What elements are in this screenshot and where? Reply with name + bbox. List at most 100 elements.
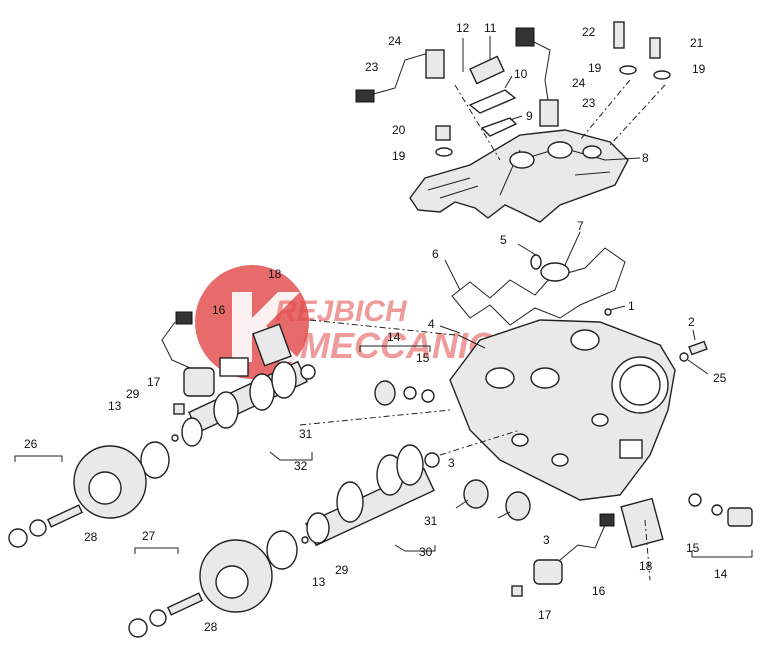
leader-7 — [564, 231, 581, 266]
seal-13-lower — [266, 530, 298, 570]
head-hole-2 — [551, 453, 569, 467]
cam-end-32 — [181, 417, 203, 447]
bolt-28-upper — [46, 504, 84, 528]
callout-9: 9 — [526, 109, 533, 123]
callout-16a: 16 — [212, 303, 226, 317]
callout-labels: 1 2 3 3 4 5 6 7 8 9 10 11 12 13 13 14 14… — [24, 21, 728, 634]
cover-boss-right — [547, 141, 573, 159]
callout-22: 22 — [582, 25, 596, 39]
callout-1: 1 — [628, 299, 635, 313]
lower-camshaft-group — [128, 444, 753, 638]
valve-spring-2 — [530, 367, 560, 389]
stud-4 — [457, 334, 486, 349]
cover-18-upper — [252, 323, 292, 367]
callout-4: 4 — [428, 317, 435, 331]
callout-2: 2 — [688, 315, 695, 329]
head-boss-right — [619, 439, 643, 459]
bolt-22 — [613, 21, 625, 49]
upper-camshaft-group — [8, 311, 435, 548]
plug-20 — [435, 125, 451, 141]
bolt-21 — [649, 37, 661, 59]
pin-29-upper — [171, 434, 179, 442]
callout-20: 20 — [392, 123, 406, 137]
dowel-1 — [604, 308, 612, 316]
cover-boss-left — [509, 151, 535, 169]
head-cover-ribs — [427, 147, 611, 199]
dashed-leader-7 — [644, 519, 651, 581]
leader-2 — [692, 329, 696, 341]
head-cover-8 — [409, 129, 629, 223]
callout-29a: 29 — [126, 387, 140, 401]
washer-19-mid — [619, 65, 637, 75]
leader-5 — [517, 243, 537, 256]
head-cover-group — [355, 21, 671, 223]
connector-23-left — [355, 89, 375, 103]
gasket-6 — [451, 247, 626, 326]
tensioner-3-lower-pin — [497, 511, 511, 519]
callout-29b: 29 — [335, 563, 349, 577]
washer-15-mid-a — [403, 386, 417, 400]
head-hole-3 — [591, 413, 609, 427]
callout-19c: 19 — [692, 62, 706, 76]
cylinder-head-group — [449, 247, 708, 501]
callout-24a: 24 — [388, 34, 402, 48]
callout-13a: 13 — [108, 399, 122, 413]
cylinder-head — [449, 319, 676, 501]
cable-23-right — [529, 39, 551, 101]
bracket-27 — [134, 547, 179, 554]
callout-23a: 23 — [365, 60, 379, 74]
dashed-leader-5 — [579, 79, 631, 141]
callout-19b: 19 — [588, 61, 602, 75]
screw-2 — [688, 340, 708, 356]
washer-19-right — [653, 70, 671, 80]
pin-29-lower — [301, 536, 309, 544]
washer-15-mid-b — [421, 389, 435, 403]
valve-spring-3 — [570, 329, 600, 351]
callout-10: 10 — [514, 67, 528, 81]
dashed-leader-4 — [454, 84, 501, 161]
callout-32: 32 — [294, 459, 308, 473]
callout-7: 7 — [577, 219, 584, 233]
plug-14-mid — [374, 380, 396, 406]
cable-16-lower — [559, 524, 606, 561]
callout-26: 26 — [24, 437, 38, 451]
cam-lobe-32b — [271, 361, 297, 399]
bracket-14-mid — [359, 345, 431, 352]
callout-8: 8 — [642, 151, 649, 165]
gear-27-hub — [215, 565, 249, 599]
leader-lines — [14, 36, 753, 581]
callout-31a: 31 — [299, 427, 313, 441]
head-hole-1 — [511, 433, 529, 447]
tensioner-3-lower — [505, 491, 531, 521]
washer-19-left — [435, 147, 453, 157]
bolt-28-lower — [166, 592, 204, 616]
callout-16b: 16 — [592, 584, 606, 598]
washer-25 — [679, 352, 689, 362]
tensioner-3-upper-pin — [455, 499, 469, 509]
callout-15a: 15 — [416, 351, 430, 365]
callout-25: 25 — [713, 371, 727, 385]
plug-seal-7 — [540, 262, 570, 282]
callout-14a: 14 — [387, 330, 401, 344]
washer-15-right-b — [711, 504, 723, 516]
leader-8 — [604, 157, 641, 161]
cam-end-30 — [306, 512, 330, 544]
sensor-16-upper — [183, 367, 215, 397]
callout-28a: 28 — [84, 530, 98, 544]
callout-3a: 3 — [448, 456, 455, 470]
cover-18-lower — [620, 497, 664, 549]
leader-4 — [439, 325, 461, 334]
callout-24b: 24 — [572, 76, 586, 90]
washer-26b — [29, 519, 47, 537]
callout-11: 11 — [484, 21, 497, 35]
ring-31-lower — [424, 452, 440, 468]
plug-14-right — [727, 507, 753, 527]
connector-16-lower — [599, 513, 615, 527]
callout-14b: 14 — [714, 567, 728, 581]
callout-21: 21 — [690, 36, 704, 50]
tensioner-3-upper — [463, 479, 489, 509]
leader-25 — [687, 359, 709, 375]
bracket-32 — [269, 451, 313, 461]
leader-10 — [504, 75, 513, 89]
